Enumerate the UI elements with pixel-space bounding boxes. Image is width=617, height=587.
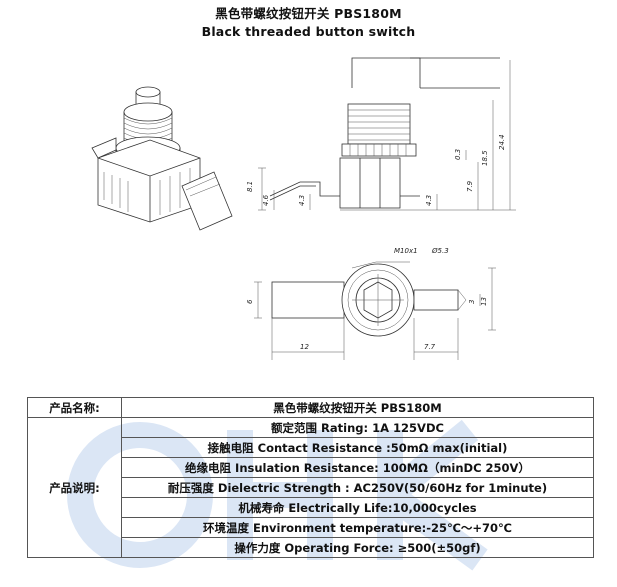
dim-3: 3 — [468, 300, 476, 304]
table-row: 耐压强度 Dielectric Strength : AC250V(50/60H… — [28, 477, 594, 498]
dim-6: 6 — [246, 299, 254, 304]
table-row: 绝缘电阻 Insulation Resistance: 100MΩ（minDC … — [28, 457, 594, 478]
product-name-label: 产品名称: — [27, 397, 122, 418]
title-chinese: 黑色带螺纹按钮开关 PBS180M — [215, 6, 402, 21]
spec-table: 产品名称: 黑色带螺纹按钮开关 PBS180M 产品说明: 额定范围 Ratin… — [27, 397, 594, 558]
spec-environment-temperature: 环境温度 Environment temperature:-25℃～+70℃ — [121, 517, 594, 538]
dim-4-6: 4.6 — [262, 194, 270, 206]
dim-13: 13 — [480, 297, 488, 306]
description-label: 产品说明: — [27, 417, 122, 558]
table-row: 产品名称: 黑色带螺纹按钮开关 PBS180M — [27, 397, 594, 418]
dim-0-3: 0.3 — [454, 149, 462, 160]
dim-7-9: 7.9 — [466, 180, 474, 192]
spec-electrical-life: 机械寿命 Electrically Life:10,000cycles — [121, 497, 594, 518]
dim-18-5: 18.5 — [481, 150, 489, 166]
dim-m10: M10x1 — [394, 247, 418, 255]
dim-12: 12 — [300, 343, 309, 351]
table-row: 机械寿命 Electrically Life:10,000cycles — [28, 497, 594, 518]
technical-drawing: 8.1 4.6 4.3 4.3 0.3 7.9 18.5 24.4 M10x1 … — [91, 57, 516, 360]
table-row: 环境温度 Environment temperature:-25℃～+70℃ — [28, 517, 594, 538]
spec-insulation-resistance: 绝缘电阻 Insulation Resistance: 100MΩ（minDC … — [121, 457, 594, 478]
spec-contact-resistance: 接触电阻 Contact Resistance :50mΩ max(initia… — [121, 437, 594, 458]
table-row: 产品说明: 额定范围 Rating: 1A 125VDC — [27, 417, 594, 558]
spec-rating: 额定范围 Rating: 1A 125VDC — [121, 417, 594, 438]
dim-24-4: 24.4 — [498, 134, 506, 150]
dim-diameter: Ø5.3 — [431, 247, 449, 255]
dim-4-3b: 4.3 — [425, 195, 433, 206]
dim-4-3a: 4.3 — [298, 195, 306, 206]
dim-8-1: 8.1 — [246, 181, 254, 192]
product-name-value: 黑色带螺纹按钮开关 PBS180M — [121, 397, 594, 418]
side-view: 8.1 4.6 4.3 4.3 0.3 7.9 18.5 24.4 — [246, 57, 516, 211]
spec-dielectric-strength: 耐压强度 Dielectric Strength : AC250V(50/60H… — [121, 477, 594, 498]
isometric-view — [91, 86, 233, 231]
dim-7-7: 7.7 — [424, 343, 436, 351]
table-row: 操作力度 Operating Force: ≥500(±50gf) — [28, 537, 594, 558]
top-view: M10x1 Ø5.3 6 3 13 12 7.7 — [246, 247, 496, 360]
title-english: Black threaded button switch — [201, 24, 416, 39]
spec-operating-force: 操作力度 Operating Force: ≥500(±50gf) — [121, 537, 594, 558]
